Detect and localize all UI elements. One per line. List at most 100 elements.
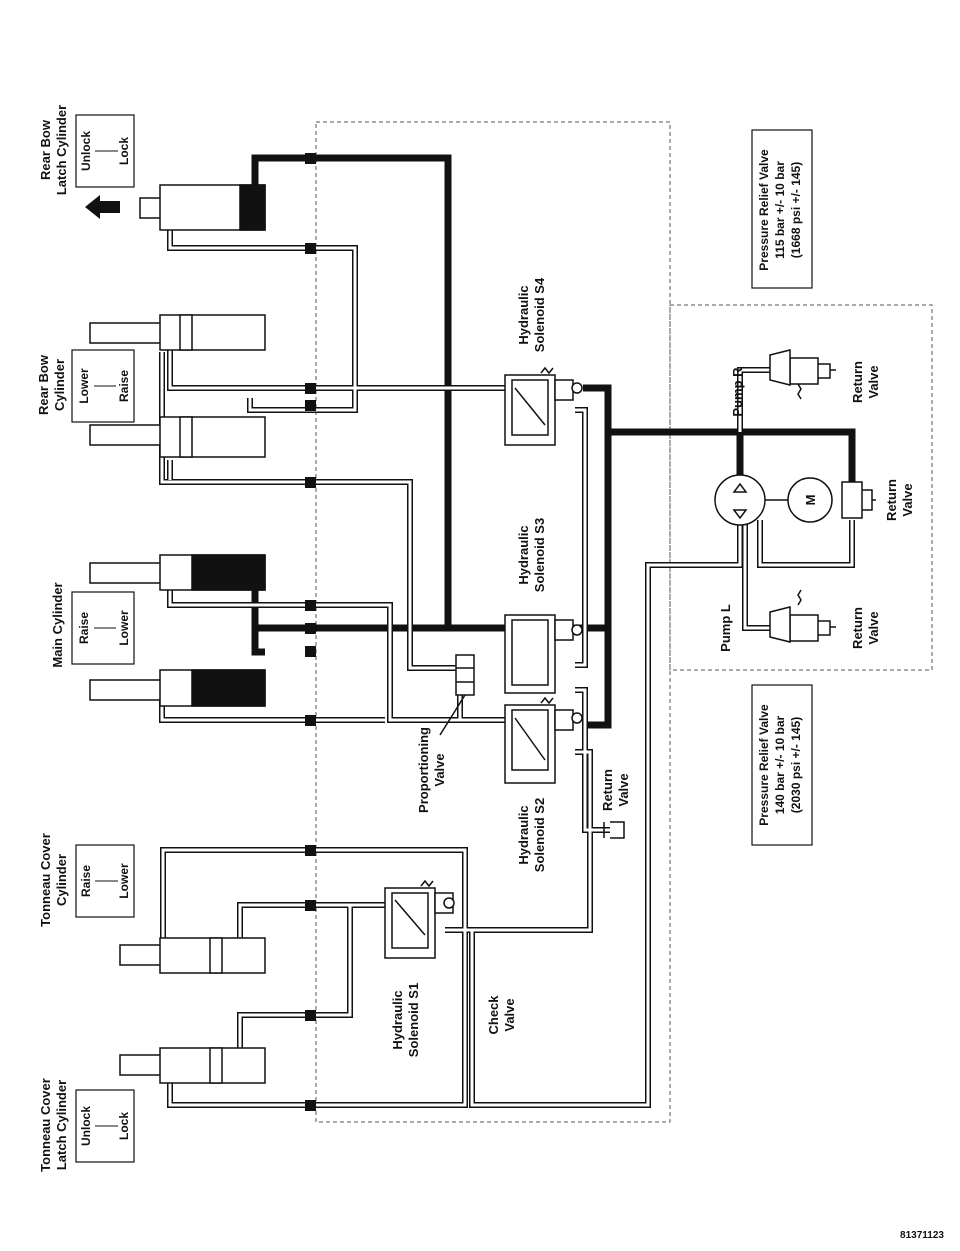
valve-block-enclosure [315,121,671,1123]
svg-text:Lock: Lock [117,137,131,165]
port-block [305,600,316,611]
svg-text:Solenoid S2: Solenoid S2 [532,798,547,872]
port-block [305,715,316,726]
svg-text:Hydraulic: Hydraulic [516,285,531,344]
arrow-left-icon [85,195,120,219]
svg-text:Raise: Raise [117,370,131,402]
rear-bow-direction-box: Lower Raise [71,349,135,423]
svg-text:Cylinder: Cylinder [54,854,69,906]
label-check-valve: Check Valve [486,995,517,1035]
label-main-cylinder: Main Cylinder [50,582,65,667]
port-block [305,1100,316,1111]
svg-text:Lower: Lower [117,610,131,646]
rear-bow-latch-cylinder [85,184,266,231]
pump-enclosure [669,304,933,671]
label-rear-bow-latch-cylinder: Rear Bow Latch Cylinder [38,105,69,195]
solenoid-s4-valve [504,366,583,446]
port-blocks [305,153,316,1111]
label-return-valve-s2: Return Valve [600,769,631,811]
label-return-valve-pump: Return Valve [884,479,915,521]
svg-text:Valve: Valve [900,483,915,516]
svg-text:Pressure Relief Valve: Pressure Relief Valve [757,704,771,826]
svg-text:Hydraulic: Hydraulic [516,525,531,584]
svg-text:Tonneau Cover: Tonneau Cover [38,833,53,927]
rear-bow-cylinder-upper [89,314,266,351]
label-solenoid-s3: Hydraulic Solenoid S3 [516,518,547,592]
label-pump-l: Pump L [718,604,733,652]
label-solenoid-s1: Hydraulic Solenoid S1 [390,983,421,1057]
svg-text:Valve: Valve [866,611,881,644]
solenoid-s2-valve [504,696,583,784]
label-solenoid-s2: Hydraulic Solenoid S2 [516,798,547,872]
port-block [305,646,316,657]
main-cylinder-upper [89,554,266,591]
svg-text:Solenoid S4: Solenoid S4 [532,277,547,352]
label-motor: M [803,495,818,506]
svg-text:Lower: Lower [117,863,131,899]
svg-text:Solenoid S3: Solenoid S3 [532,518,547,592]
tonneau-cover-cylinder [119,937,266,974]
svg-text:Valve: Valve [866,365,881,398]
solenoid-s3-valve [504,614,583,694]
svg-text:Unlock: Unlock [79,1106,93,1146]
port-block [305,477,316,488]
svg-text:140 bar +/- 10 bar: 140 bar +/- 10 bar [773,715,787,814]
svg-text:(1668 psi +/- 145): (1668 psi +/- 145) [789,162,803,258]
label-rear-bow-cylinder: Rear Bow Cylinder [36,354,67,415]
svg-text:Solenoid S1: Solenoid S1 [406,983,421,1057]
svg-text:Cylinder: Cylinder [52,359,67,411]
svg-text:Return: Return [884,479,899,521]
port-block [305,400,316,411]
label-pump-r: Pump R [730,367,745,417]
return-valve-s2 [603,821,625,839]
label-tonneau-cover-cylinder: Tonneau Cover Cylinder [38,833,69,927]
label-proportioning-valve: Proportioning Valve [416,727,447,813]
label-tonneau-cover-latch-cylinder: Tonneau Cover Latch Cylinder [38,1078,69,1172]
relief-valve-upper-spec: Pressure Relief Valve 115 bar +/- 10 bar… [751,129,813,289]
svg-text:115 bar +/- 10 bar: 115 bar +/- 10 bar [773,161,787,259]
svg-text:Unlock: Unlock [79,131,93,171]
label-solenoid-s4: Hydraulic Solenoid S4 [516,277,547,352]
svg-text:Latch Cylinder: Latch Cylinder [54,105,69,195]
return-valve-body [841,481,863,519]
relief-valve-lower-spec: Pressure Relief Valve 140 bar +/- 10 bar… [751,684,813,846]
port-block [305,243,316,254]
relief-valve-upper [769,349,836,400]
svg-text:Valve: Valve [616,773,631,806]
check-ball-icon [571,624,583,636]
svg-text:Pressure Relief Valve: Pressure Relief Valve [757,149,771,271]
svg-text:Valve: Valve [502,998,517,1031]
svg-text:Tonneau Cover: Tonneau Cover [38,1078,53,1172]
main-cylinder-lower [89,669,266,707]
tonneau-cover-latch-cylinder [119,1047,266,1084]
check-ball-icon [571,712,583,724]
check-ball-icon [571,382,583,394]
svg-text:Lower: Lower [77,368,91,404]
svg-text:Return: Return [600,769,615,811]
svg-text:Rear Bow: Rear Bow [36,354,51,415]
pump-unit [714,474,876,526]
rear-bow-latch-direction-box: Unlock Lock [75,114,135,188]
svg-text:Hydraulic: Hydraulic [390,990,405,1049]
port-block [305,1010,316,1021]
svg-text:(2030 psi +/- 145): (2030 psi +/- 145) [789,717,803,813]
check-ball-icon [443,897,455,909]
svg-text:Lock: Lock [117,1112,131,1140]
solenoid-s1-valve [384,879,455,959]
port-block [305,845,316,856]
proportioning-valve [439,654,475,736]
svg-text:Check: Check [486,995,501,1035]
figure-id: 81371123 [900,1230,944,1241]
main-direction-box: Raise Lower [71,591,135,665]
port-block [305,153,316,164]
label-return-valve-lower: Return Valve [850,607,881,649]
svg-text:Raise: Raise [79,865,93,897]
tonneau-latch-direction-box: Unlock Lock [75,1089,135,1163]
rear-bow-cylinder-lower [89,416,266,458]
svg-text:Raise: Raise [77,612,91,644]
svg-text:Main Cylinder: Main Cylinder [50,582,65,667]
svg-text:Latch Cylinder: Latch Cylinder [54,1080,69,1170]
dashed-enclosures [315,121,933,1123]
tonneau-direction-box: Raise Lower [75,844,135,918]
